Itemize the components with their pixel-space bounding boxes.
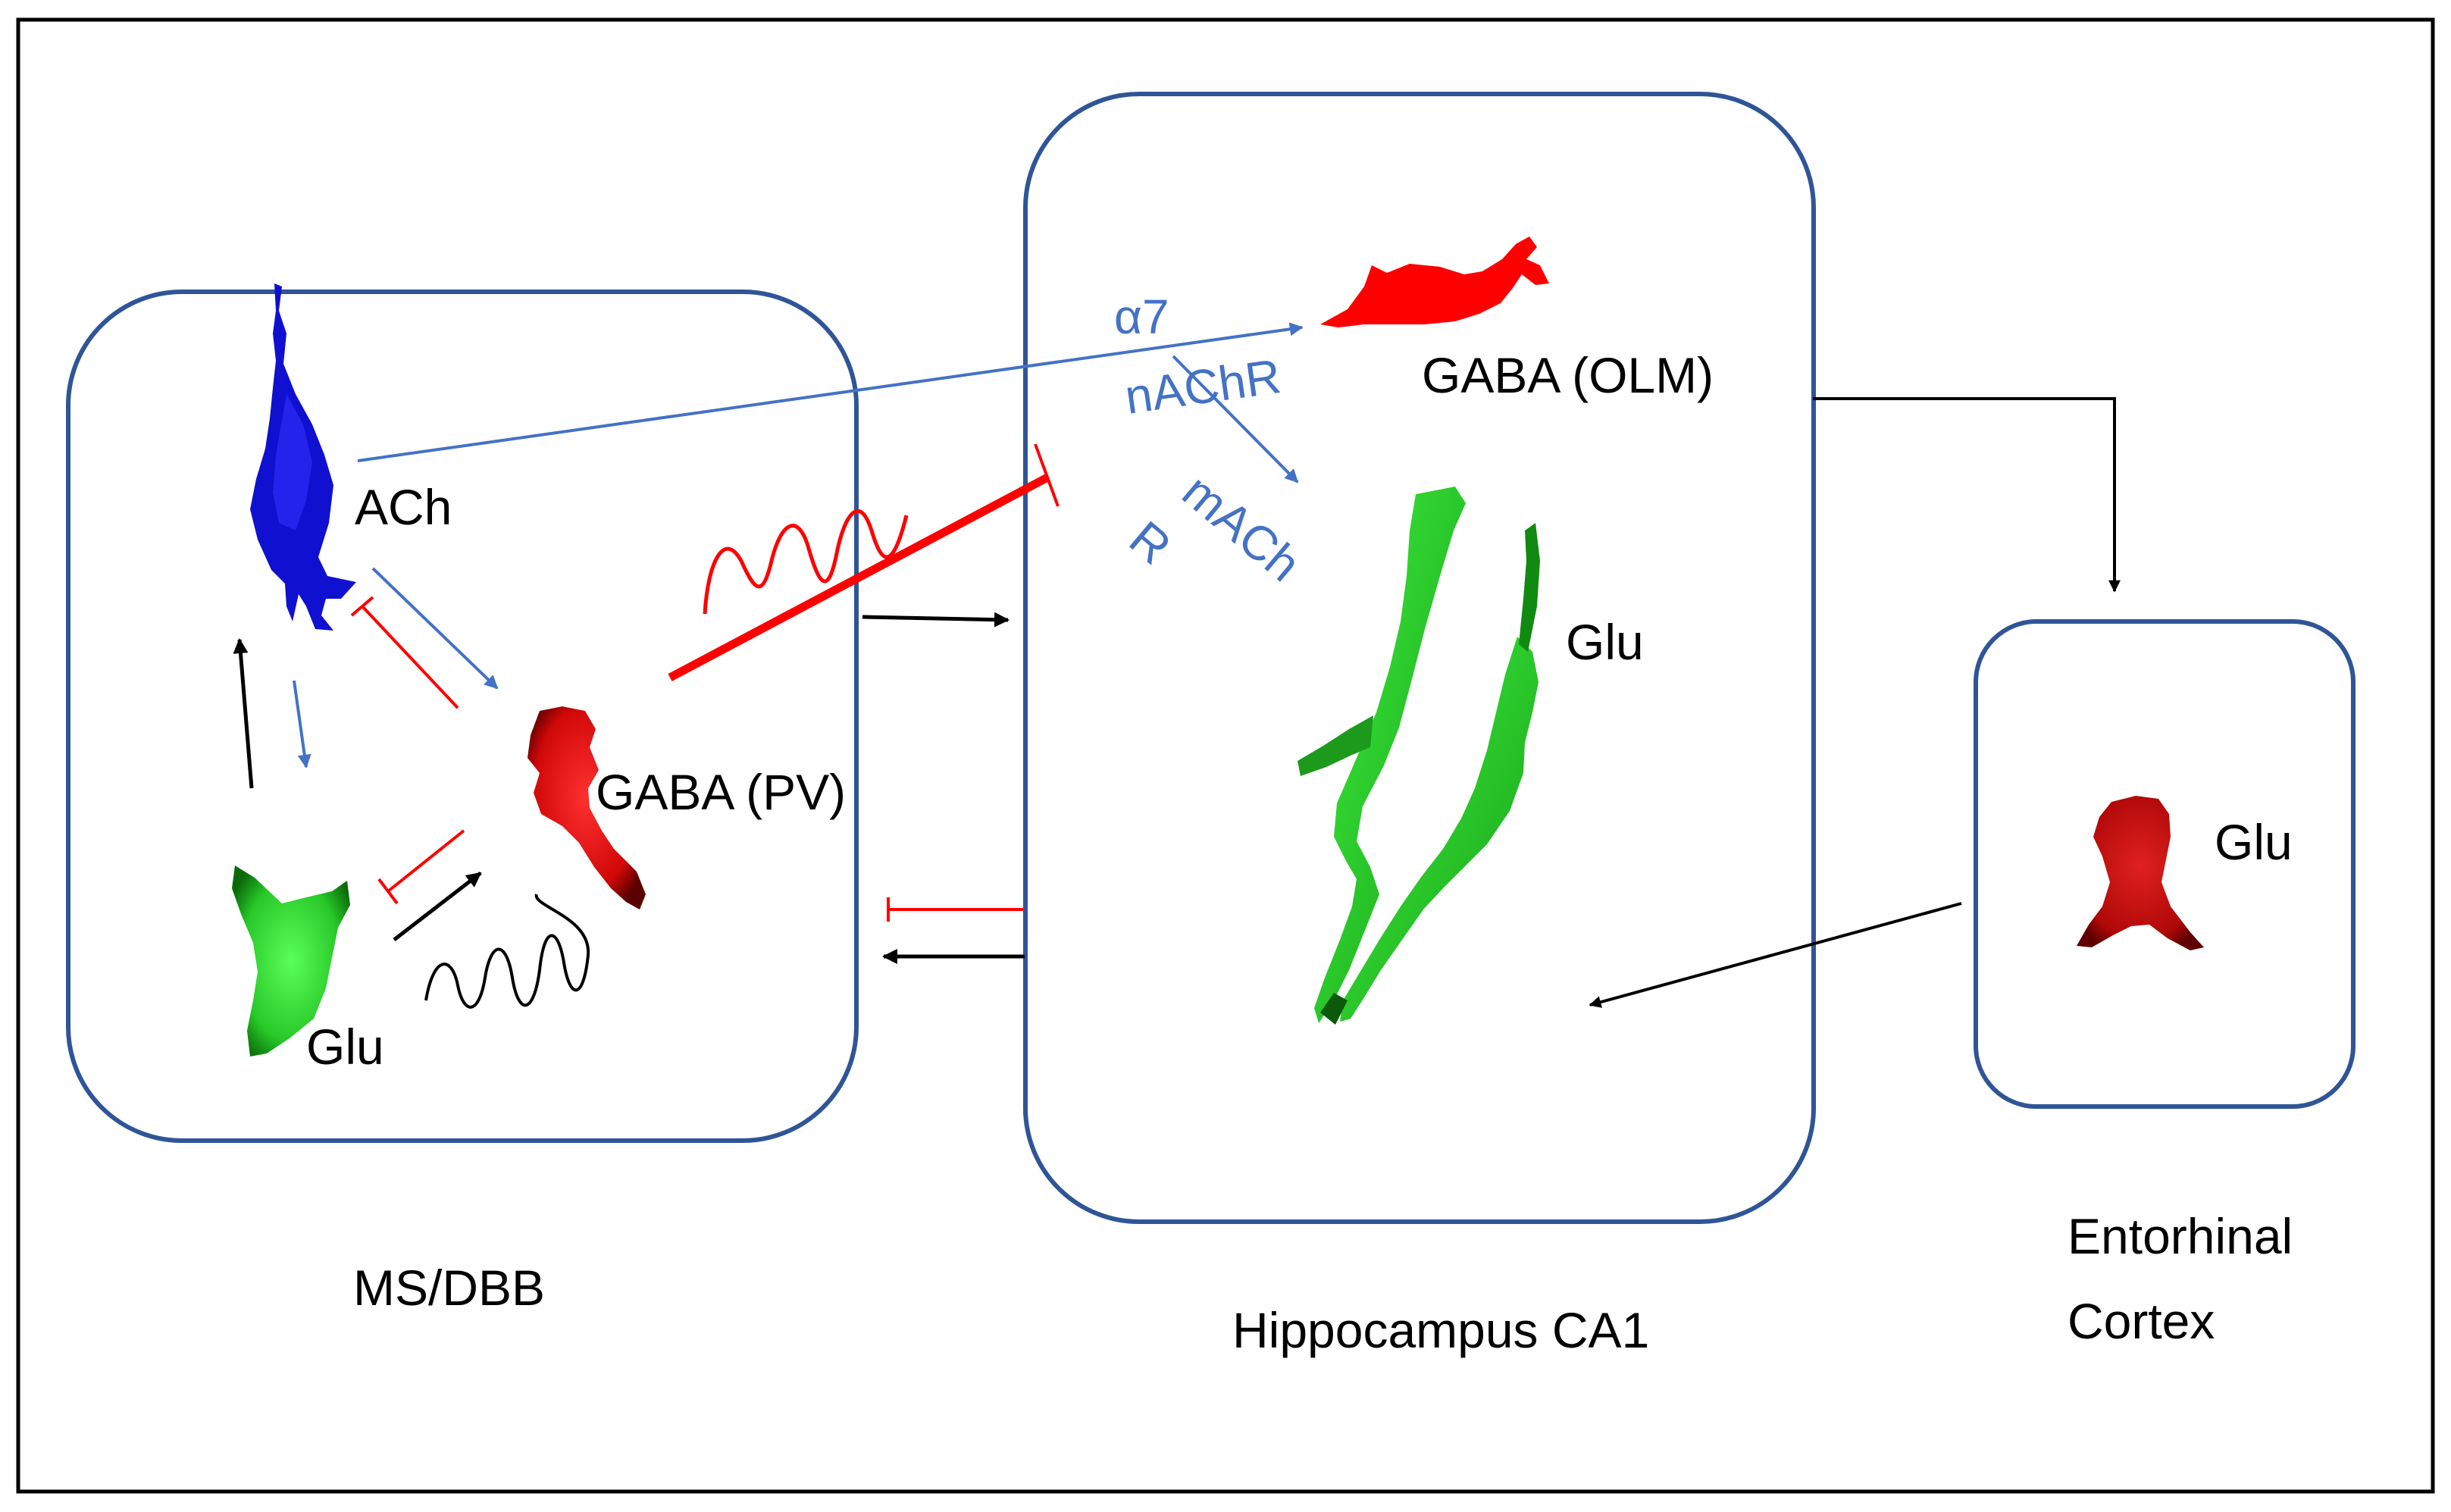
ec-glu-label: Glu bbox=[2215, 814, 2293, 870]
ca1-region-box bbox=[1023, 92, 1816, 1224]
ms-dbb-region-box bbox=[66, 290, 859, 1143]
ms-to-ca1-arrow bbox=[862, 612, 1010, 628]
ca1-gaba-olm-cell-icon bbox=[1320, 236, 1549, 327]
ec-region-box bbox=[1974, 619, 2356, 1109]
pv-to-ca1-inhibitory-connector bbox=[668, 443, 1060, 681]
ms-oscillation-wave-icon bbox=[424, 894, 590, 1009]
ms-gaba-pv-label: GABA (PV) bbox=[596, 764, 846, 820]
ca1-glu-pyramidal-cell-icon bbox=[1297, 487, 1540, 1025]
olm-to-ec-arrow bbox=[1813, 397, 2121, 593]
machr-receptor-label: mACh bbox=[1172, 464, 1310, 592]
ca1-glu-label: Glu bbox=[1566, 614, 1644, 670]
glu-to-pv-arrow bbox=[393, 872, 482, 941]
ms-ach-cell-icon bbox=[250, 283, 356, 631]
nachr-receptor-label: nAChR bbox=[1122, 349, 1284, 424]
ec-glu-cell-icon bbox=[2077, 796, 2204, 950]
ec-region-title-line1: Entorhinal bbox=[2068, 1208, 2293, 1264]
figure-frame bbox=[16, 17, 2435, 1494]
machr-receptor-label-r: R bbox=[1119, 511, 1182, 575]
glu-to-ach-arrow bbox=[233, 638, 254, 789]
ms-glu-cell-icon bbox=[232, 866, 350, 1057]
ms-glu-label: Glu bbox=[306, 1019, 384, 1075]
ach-to-pv-arrow bbox=[371, 567, 499, 690]
a7-receptor-label: α7 bbox=[1114, 290, 1169, 344]
ca1-inhibits-ms-connector bbox=[887, 897, 1023, 922]
machr-arrow bbox=[1172, 355, 1299, 484]
ms-dbb-region-title: MS/DBB bbox=[353, 1260, 545, 1316]
ca1-gaba-olm-label: GABA (OLM) bbox=[1422, 347, 1714, 403]
ach-to-olm-arrow bbox=[357, 322, 1304, 462]
ec-to-ca1-arrow bbox=[1589, 902, 1962, 1008]
ms-ach-label: ACh bbox=[355, 479, 452, 535]
ca1-region-title: Hippocampus CA1 bbox=[1232, 1302, 1649, 1358]
theta-oscillation-wave-icon bbox=[703, 509, 909, 615]
pv-inhibits-ach-connector bbox=[350, 596, 459, 709]
pv-inhibits-glu-connector bbox=[377, 829, 465, 905]
ach-to-glu-arrow bbox=[293, 680, 311, 769]
ms-gaba-pv-cell-icon bbox=[527, 706, 646, 909]
ec-region-title-line2: Cortex bbox=[2068, 1293, 2215, 1349]
